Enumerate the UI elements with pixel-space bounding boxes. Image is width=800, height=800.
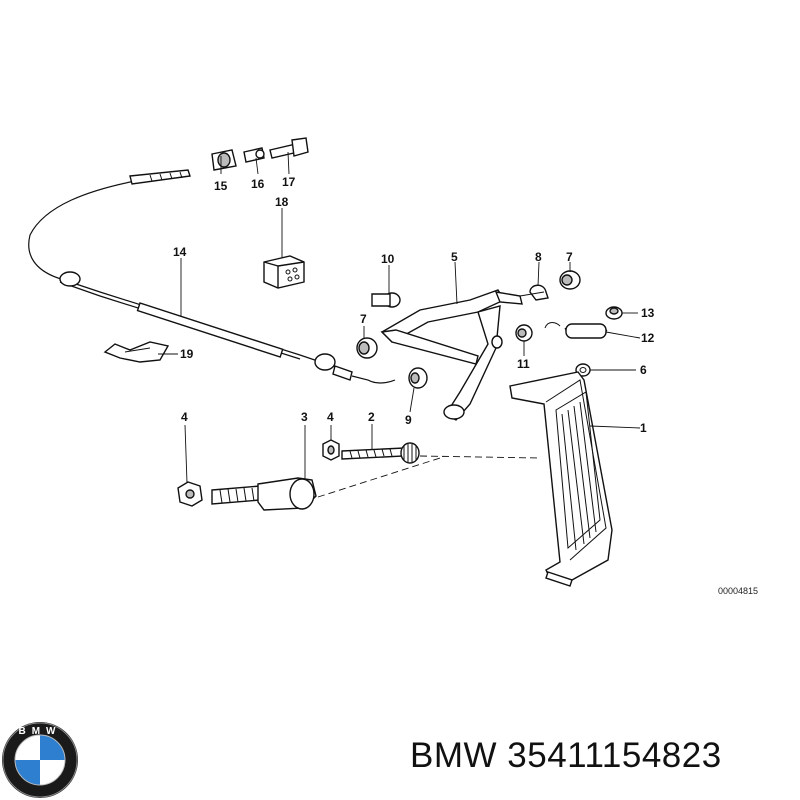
screw-2 (341, 442, 420, 464)
leader-lines (158, 151, 641, 484)
grommet-13 (605, 306, 623, 320)
throttle-cable (28, 169, 396, 384)
callout-16: 16 (251, 177, 265, 191)
spring-12 (544, 322, 608, 339)
callout-7a: 7 (360, 312, 367, 326)
bolt-10 (371, 292, 401, 308)
callout-15: 15 (214, 179, 228, 193)
callout-9: 9 (405, 413, 412, 427)
bushing-11 (515, 324, 533, 342)
accelerator-pedal-1 (509, 371, 613, 587)
clip-8 (519, 284, 549, 301)
brand-part-number-caption: BMW 35411154823 (410, 736, 722, 775)
callouts: 15 16 17 18 14 19 10 5 8 7 7 13 12 11 6 … (173, 175, 655, 435)
clip-block-18 (263, 255, 305, 289)
assembly-line-screw (419, 455, 541, 459)
assembly-line-stop (317, 457, 441, 498)
callout-2: 2 (368, 410, 375, 424)
callout-1: 1 (640, 421, 647, 435)
bushing-9 (408, 367, 428, 389)
pedal-stop-3 (211, 477, 317, 511)
nut-4a (322, 439, 340, 461)
bushing-15 (211, 149, 237, 171)
bushing-7a (356, 337, 378, 359)
nut-4b (177, 481, 203, 507)
callout-10: 10 (381, 252, 395, 266)
bmw-logo-text: BMW (19, 726, 62, 737)
callout-5: 5 (451, 250, 458, 264)
pin-16 (243, 147, 265, 163)
callout-19: 19 (180, 347, 194, 361)
callout-14: 14 (173, 245, 187, 259)
callout-4a: 4 (327, 410, 334, 424)
callout-6: 6 (640, 363, 647, 377)
callout-12: 12 (641, 331, 655, 345)
callout-11: 11 (517, 357, 530, 371)
callout-18: 18 (275, 195, 289, 209)
diagram-reference-code: 00004815 (718, 586, 758, 596)
callout-3: 3 (301, 410, 308, 424)
callout-17: 17 (282, 175, 296, 189)
bushing-7b (559, 270, 581, 290)
bolt-17 (269, 137, 309, 159)
callout-7b: 7 (566, 250, 573, 264)
bmw-logo: BMW (2, 722, 78, 798)
retaining-clip-19 (103, 341, 170, 363)
lever-5 (380, 289, 523, 421)
callout-13: 13 (641, 306, 655, 320)
callout-8: 8 (535, 250, 542, 264)
callout-4b: 4 (181, 410, 188, 424)
